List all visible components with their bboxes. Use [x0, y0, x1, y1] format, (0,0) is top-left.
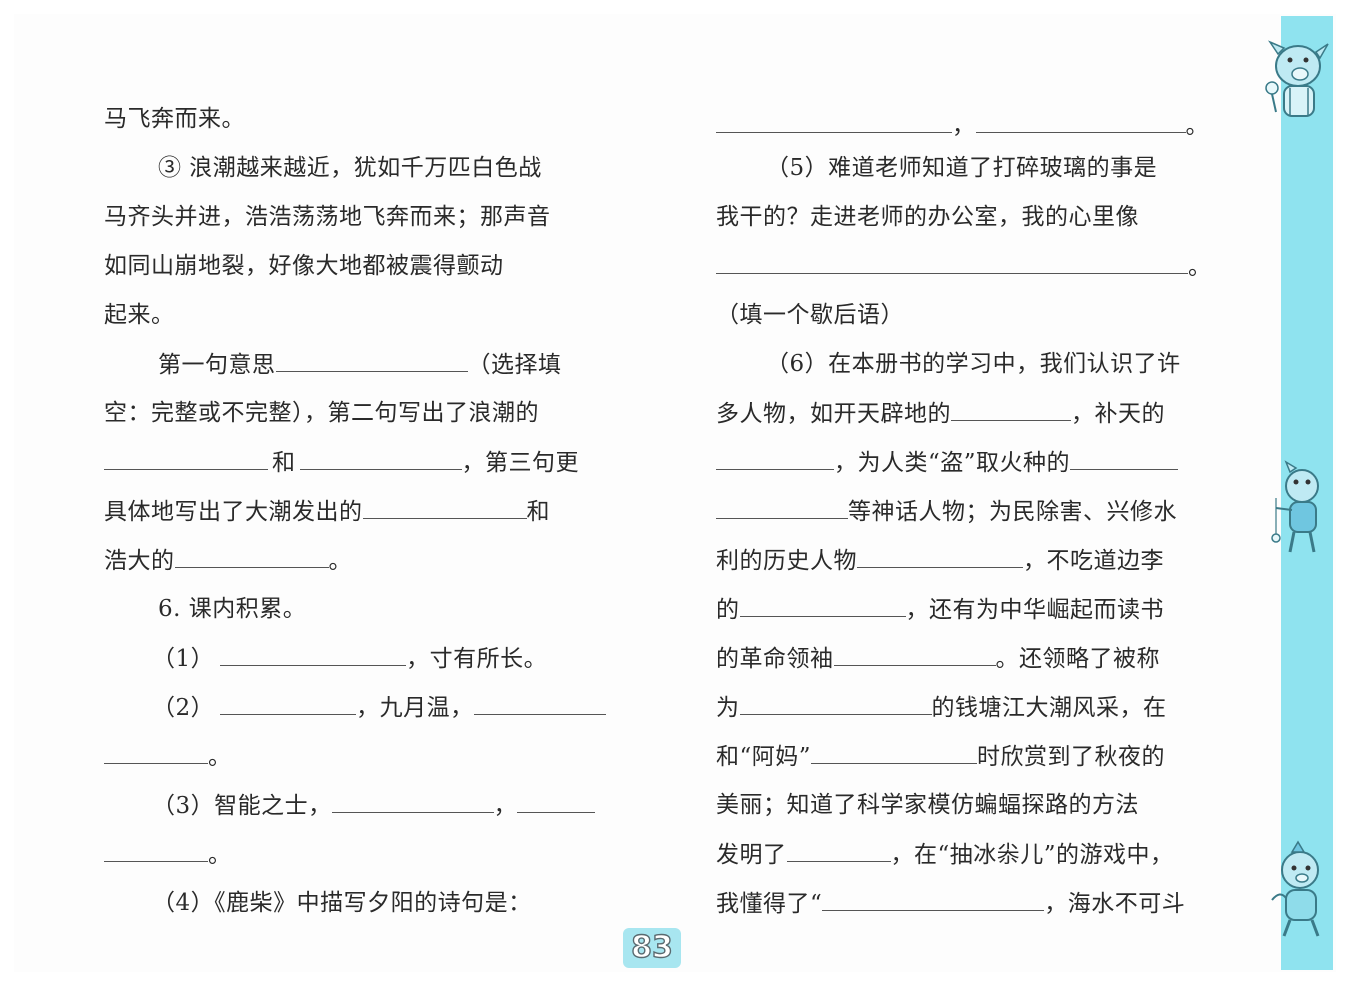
answer-blank[interactable]: [716, 251, 1188, 274]
text-line: 。: [104, 839, 232, 870]
answer-blank[interactable]: [331, 790, 494, 813]
text-line: 的革命领袖。还领略了被称: [716, 643, 1160, 674]
text-line: 。: [716, 251, 1212, 282]
answer-blank[interactable]: [857, 545, 1023, 568]
text-line: 如同山崩地裂，好像大地都被震得颤动: [104, 253, 504, 279]
text-line: 等神话人物；为民除害、兴修水: [716, 496, 1177, 527]
answer-blank[interactable]: [739, 692, 932, 715]
text-line: 具体地写出了大潮发出的和: [104, 496, 550, 527]
text-line: 美丽；知道了科学家模仿蝙蝠探路的方法: [716, 792, 1139, 818]
answer-blank[interactable]: [739, 594, 906, 617]
text-line: 为的钱塘江大潮风采，在: [716, 692, 1167, 723]
text-line: 浩大的。: [104, 545, 352, 576]
answer-blank[interactable]: [716, 496, 848, 519]
answer-blank[interactable]: [716, 447, 834, 470]
text-line: 我干的？走进老师的办公室，我的心里像: [716, 204, 1139, 230]
answer-blank[interactable]: [275, 349, 468, 372]
text-line: 马飞奔而来。: [104, 106, 245, 132]
question-4: （4）《鹿柴》中描写夕阳的诗句是：: [152, 890, 532, 916]
text-line: ③ 浪潮越来越近，犹如千万匹白色战: [158, 155, 542, 181]
answer-blank[interactable]: [104, 741, 208, 764]
answer-blank[interactable]: [104, 839, 208, 862]
question-2: （2），九月温，: [152, 692, 606, 723]
question-6: （6）在本册书的学习中，我们认识了许: [766, 351, 1181, 377]
text-line: 。: [104, 741, 232, 772]
text-line: 和“阿妈”时欣赏到了秋夜的: [716, 741, 1165, 772]
text-line: 第一句意思（选择填: [158, 349, 562, 380]
answer-blank[interactable]: [220, 643, 407, 666]
question-3: （3）智能之士，，: [152, 790, 596, 821]
question-1: （1），寸有所长。: [152, 643, 547, 674]
text-line: 空：完整或不完整），第二句写出了浪潮的: [104, 400, 539, 426]
answer-blank[interactable]: [975, 110, 1186, 133]
answer-blank[interactable]: [104, 447, 268, 470]
text-line: 起来。: [104, 302, 175, 328]
answer-blank[interactable]: [174, 545, 329, 568]
answer-blank[interactable]: [299, 447, 462, 470]
question-5: （5）难道老师知道了打碎玻璃的事是: [766, 155, 1158, 181]
section-heading: 6. 课内积累。: [158, 596, 307, 622]
answer-blank[interactable]: [811, 741, 978, 764]
answer-blank[interactable]: [220, 692, 357, 715]
text-line: 我懂得了“，海水不可斗: [716, 888, 1185, 919]
text-line: 多人物，如开天辟地的，补天的: [716, 398, 1165, 429]
answer-blank[interactable]: [786, 839, 891, 862]
answer-blank[interactable]: [517, 790, 596, 813]
answer-blank[interactable]: [716, 110, 952, 133]
answer-blank[interactable]: [473, 692, 606, 715]
text-line: ，。: [716, 110, 1209, 141]
answer-blank[interactable]: [822, 888, 1045, 911]
answer-blank[interactable]: [951, 398, 1071, 421]
text-line: 马齐头并进，浩浩荡荡地飞奔而来；那声音: [104, 204, 551, 230]
page-number-badge: [623, 928, 681, 968]
pig-mascot-icon: [1265, 40, 1329, 117]
page-number: 83: [630, 929, 673, 965]
text-line: 的，还有为中华崛起而读书: [716, 594, 1164, 625]
answer-blank[interactable]: [833, 643, 996, 666]
text-line: ，为人类“盗”取火种的: [716, 447, 1179, 478]
text-line: 利的历史人物，不吃道边李: [716, 545, 1164, 576]
workbook-page: [14, 14, 1336, 972]
dog-mascot-icon: [1271, 840, 1320, 937]
answer-blank[interactable]: [1070, 447, 1179, 470]
text-line: （填一个歇后语）: [716, 302, 904, 328]
text-line: 发明了，在“抽冰尜儿”的游戏中，: [716, 839, 1174, 870]
bear-mascot-icon: [1271, 460, 1319, 553]
text-line: 和，第三句更: [104, 447, 579, 478]
answer-blank[interactable]: [362, 496, 527, 519]
